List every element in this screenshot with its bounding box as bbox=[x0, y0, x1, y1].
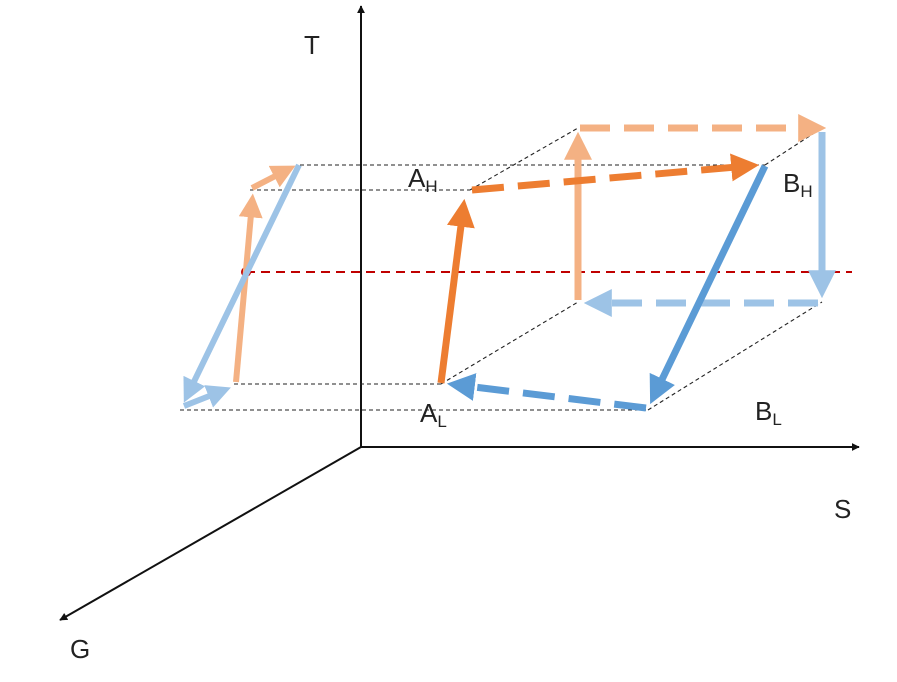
s-axis-label: S bbox=[834, 494, 852, 524]
point-letter: B bbox=[783, 168, 801, 198]
point-label-b-low: BL bbox=[755, 398, 782, 428]
point-subscript: L bbox=[772, 410, 782, 429]
point-letter: A bbox=[420, 398, 438, 428]
point-subscript: L bbox=[437, 412, 447, 431]
point-label-a-high: AH bbox=[408, 165, 438, 195]
g-axis bbox=[59, 446, 362, 621]
bh-to-bl-arrow bbox=[649, 164, 769, 405]
point-subscript: H bbox=[800, 182, 813, 201]
front-cycle bbox=[437, 153, 769, 412]
guide-al-back bbox=[440, 301, 579, 385]
bl-to-al-arrow bbox=[446, 373, 647, 412]
t-axis-label: T bbox=[304, 30, 320, 60]
projection-cycle bbox=[182, 163, 302, 409]
proj-down-arrow bbox=[183, 163, 302, 403]
proj-bottom-arrow bbox=[182, 385, 231, 409]
al-to-ah-arrow bbox=[437, 198, 475, 384]
point-label-b-high: BH bbox=[783, 170, 813, 200]
point-label-a-low: AL bbox=[420, 400, 447, 430]
g-axis-label: G bbox=[70, 634, 91, 664]
guide-bl-back bbox=[647, 301, 823, 411]
ah-to-bh-arrow bbox=[471, 153, 760, 194]
point-letter: A bbox=[408, 163, 426, 193]
proj-top-arrow bbox=[250, 165, 296, 191]
point-letter: B bbox=[755, 396, 773, 426]
proj-up-arrow bbox=[233, 193, 263, 383]
point-subscript: H bbox=[425, 177, 438, 196]
back-cycle bbox=[564, 114, 836, 317]
guide-ah-back bbox=[469, 127, 579, 191]
axes bbox=[59, 5, 860, 621]
guide-bh-back bbox=[764, 127, 823, 166]
